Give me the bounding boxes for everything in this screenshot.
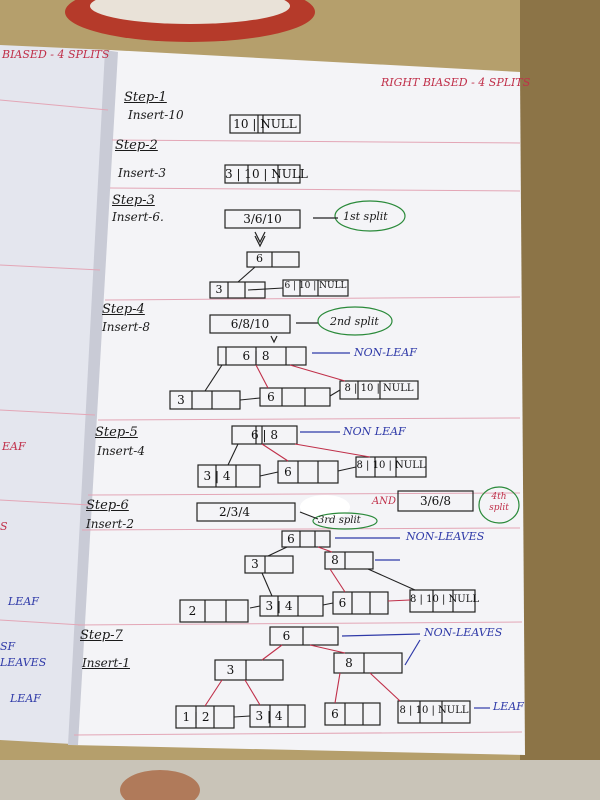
node-s6-root: 6 [287,532,295,546]
step-4-op: Insert-8 [102,320,150,334]
node-s4-root: 6 | 8 [242,349,270,363]
annotation-marks [254,200,520,709]
node-s6-b: 3 | 4 [265,599,293,613]
non-leaf-label-1: NON-LEAF [354,346,417,359]
step-4-title: Step-4 [102,302,145,317]
node-s6-full2: 3/6/8 [420,494,451,508]
step-6-op: Insert-2 [86,517,134,531]
foot [120,770,200,800]
node-s6-a: 2 [188,604,197,618]
node-s7-r: 8 [345,656,353,670]
node-s4-a: 3 [177,393,185,407]
node-s7-l: 3 [226,663,235,677]
left-frag-6: LEAF [10,692,41,705]
node-s4-full: 6/8/10 [230,317,270,331]
node-s6-d: 8 | 10 | NULL [410,594,479,605]
floor [0,760,600,800]
step-5-title: Step-5 [95,425,138,440]
non-leaves-label-2: NON-LEAVES [424,626,503,639]
non-leaves-label-1: NON-LEAVES [406,530,485,543]
node-s7-b: 3 | 4 [255,709,283,723]
table-shadow [520,0,600,800]
node-s6-c: 6 [338,596,347,610]
split-1-label: 1st split [343,210,388,223]
node-s2: 3 | 10 | NULL [225,167,308,181]
step-2-title: Step-2 [115,138,158,153]
node-s5-c: 8 | 10 | NULL [356,460,426,471]
red-edges [204,364,411,707]
node-s7-d: 8 | 10 | NULL [399,705,469,716]
split-2-label: 2nd split [330,315,379,328]
node-s6-r: 8 [331,553,339,567]
node-s5-root: 6 | 8 [251,428,278,442]
left-frag-3: LEAF [8,595,39,608]
left-frag-1: EAF [2,440,26,453]
node-s4-c: 8 | 10 | NULL [344,383,414,394]
red-object-top [90,0,290,24]
spine [68,50,118,745]
step-7-op: Insert-1 [82,656,130,670]
split-4-label: 4th split [489,492,509,513]
node-s6-l: 3 [251,557,259,571]
node-s7-root: 6 [282,629,291,643]
node-s5-a: 3 | 4 [203,469,231,483]
node-s7-a: 1 | 2 [182,710,210,724]
ruled-lines [0,99,523,736]
step-3-title: Step-3 [112,193,155,208]
and-label: AND [372,496,396,507]
node-s6-full: 2/3/4 [219,505,250,519]
step-3-op: Insert-6. [112,210,164,224]
left-frag-4: SF [0,640,16,653]
left-margin-title: BIASED - 4 SPLITS [2,48,110,61]
step-7-title: Step-7 [80,628,123,643]
left-frag-2: S [0,520,8,533]
node-s7-c: 6 [331,707,339,721]
step-1-op: Insert-10 [128,108,184,122]
step-6-title: Step-6 [86,498,129,513]
leaf-label: LEAF [493,700,524,713]
node-s3-full: 3/6/10 [243,212,282,226]
step-5-op: Insert-4 [97,444,145,458]
node-s3-root: 6 [256,252,263,265]
split-3-label: 3rd split [318,515,361,526]
node-s1: 10 | NULL [233,117,297,131]
non-leaf-label-2: NON LEAF [343,425,406,438]
node-s4-b: 6 [267,390,275,404]
left-frag-5: LEAVES [0,656,47,669]
node-s5-b: 6 [284,465,292,479]
node-s3-right: 6 | 10 | NULL [284,281,347,291]
node-s3-left: 3 [215,283,223,296]
right-title: RIGHT BIASED - 4 SPLITS [381,76,531,89]
right-page [70,50,525,755]
step-2-op: Insert-3 [118,166,166,180]
step-1-title: Step-1 [124,90,167,105]
black-edges [204,266,416,718]
